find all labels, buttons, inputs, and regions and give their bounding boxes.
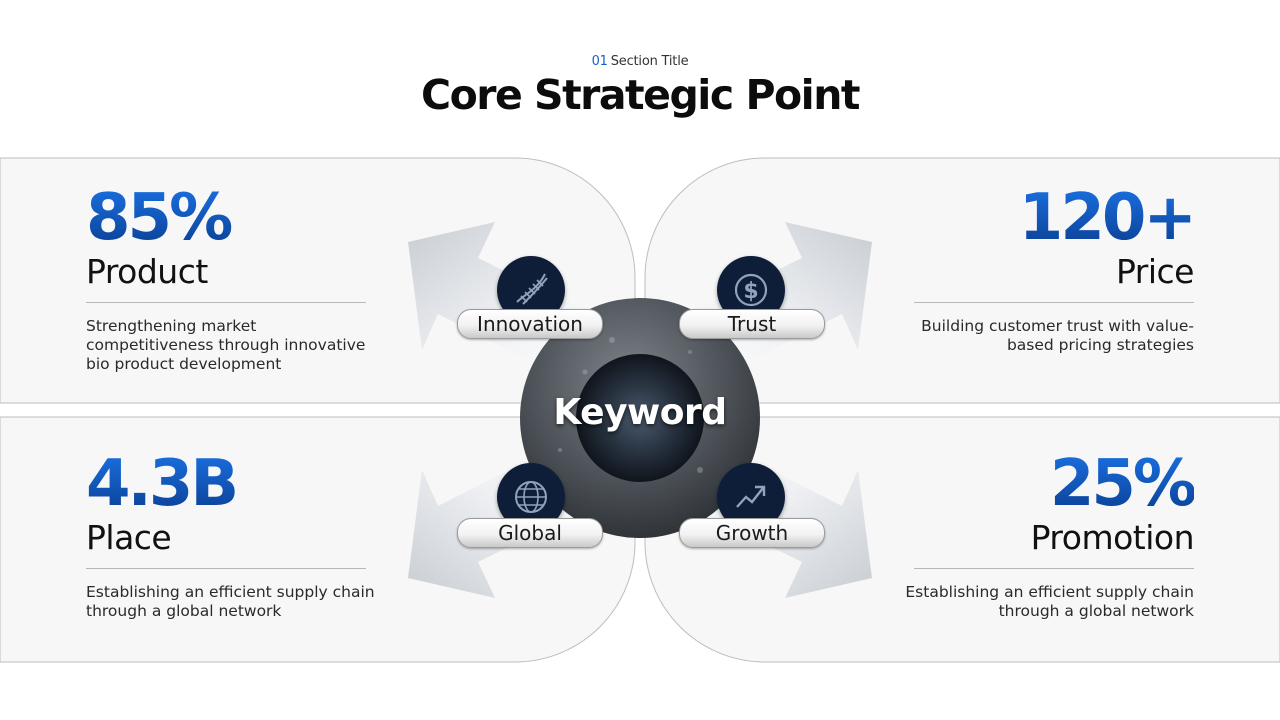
- center-keyword: Keyword: [553, 392, 727, 433]
- panel-bottom-right: [644, 416, 1280, 663]
- quadrant-description: Building customer trust with value-based…: [921, 317, 1194, 354]
- pill-trust: Trust: [679, 309, 825, 339]
- stat-value: 4.3B: [86, 452, 406, 516]
- pill-global: Global: [457, 518, 603, 548]
- quadrant-place: 4.3B Place Establishing an efficient sup…: [86, 452, 406, 621]
- quadrant-name: Place: [86, 518, 172, 557]
- svg-text:$: $: [743, 279, 758, 304]
- quadrant-description: Establishing an efficient supply chain t…: [905, 583, 1194, 620]
- stat-value: 25%: [874, 452, 1197, 516]
- quadrant-product: 85% Product Strengthening market competi…: [86, 186, 406, 374]
- stat-value: 85%: [86, 186, 406, 250]
- page-title: Core Strategic Point: [420, 71, 861, 119]
- divider: [914, 568, 1194, 569]
- quadrant-name: Price: [1115, 252, 1195, 291]
- quadrant-promotion: 25% Promotion Establishing an efficient …: [874, 452, 1197, 621]
- section-number: 01: [591, 54, 608, 69]
- divider: [86, 302, 366, 303]
- quadrant-name: Product: [86, 252, 208, 291]
- divider: [86, 568, 366, 569]
- panel-bottom-left: [0, 416, 636, 663]
- pill-innovation: Innovation: [457, 309, 603, 339]
- quadrant-description: Strengthening market competitiveness thr…: [86, 317, 366, 373]
- section-title: Section Title: [610, 54, 689, 69]
- divider: [914, 302, 1194, 303]
- quadrant-description: Establishing an efficient supply chain t…: [86, 583, 375, 620]
- pill-growth: Growth: [679, 518, 825, 548]
- center-sphere-core: [576, 354, 704, 482]
- panel-top-left: [0, 157, 636, 404]
- stat-value: 120+: [874, 186, 1197, 250]
- panel-top-right: [644, 157, 1280, 404]
- quadrant-price: 120+ Price Building customer trust with …: [874, 186, 1197, 355]
- quadrant-name: Promotion: [1030, 518, 1195, 557]
